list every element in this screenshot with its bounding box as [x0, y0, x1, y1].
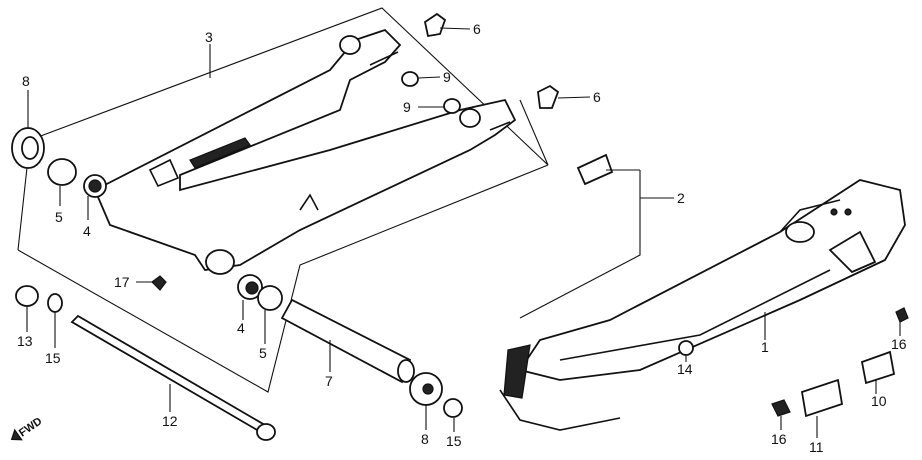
callout-4-left: 4: [83, 223, 91, 239]
callout-16-right: 16: [891, 336, 907, 352]
fwd-marker-text: FWD: [17, 415, 44, 439]
callout-6-lower: 6: [593, 89, 601, 105]
chain-case-assembly-outline: [519, 170, 641, 319]
callout-15-right: 15: [446, 433, 462, 449]
leader-lines: [26, 27, 901, 438]
part-5-right: [257, 285, 283, 311]
callout-1: 1: [761, 339, 769, 355]
callout-3: 3: [205, 29, 213, 45]
part-10-label: [860, 350, 896, 385]
callout-11: 11: [809, 439, 824, 455]
callout-14: 14: [677, 361, 693, 377]
callout-15-left: 15: [45, 350, 61, 366]
part-9-lower: [443, 98, 461, 114]
callout-17: 17: [114, 274, 130, 290]
swingarm: [93, 28, 517, 275]
callout-5-right: 5: [259, 345, 267, 361]
part-4-right: [237, 274, 263, 300]
callout-4-right: 4: [237, 320, 245, 336]
fwd-direction-marker: FWD: [10, 415, 44, 441]
part-16-screw-right: [895, 307, 909, 323]
swingarm-assembly-outline: [17, 7, 549, 393]
callout-8-left: 8: [22, 73, 30, 89]
callout-10: 10: [871, 393, 887, 409]
callout-9-lower: 9: [403, 99, 411, 115]
part-14-grommet: [678, 340, 694, 356]
callout-6-upper: 6: [473, 21, 481, 37]
part-4-left: [83, 174, 107, 198]
callout-9-upper: 9: [443, 69, 451, 85]
part-8-bearing-left: [11, 127, 45, 169]
callout-5-left: 5: [55, 209, 63, 225]
callout-13: 13: [17, 333, 33, 349]
part-16-screw-lower: [771, 399, 791, 417]
part-2-sticker: [576, 153, 614, 186]
part-1-chain-case: [499, 179, 906, 431]
callout-12: 12: [162, 413, 178, 429]
part-17-bolt: [151, 275, 167, 291]
part-9-upper: [401, 71, 419, 87]
callout-8-lower: 8: [421, 431, 429, 447]
callout-labels: 3 6 6 9 9 8 5 4 2 17 13 15 4 5 7 12 8 15…: [17, 21, 907, 455]
part-6-lower: [537, 84, 560, 109]
part-13-nut: [15, 285, 39, 307]
part-15-washer-left: [47, 293, 63, 313]
callout-16-lower: 16: [771, 431, 787, 447]
part-5-left: [47, 158, 77, 186]
callout-2: 2: [677, 190, 685, 206]
part-15-washer-right: [443, 398, 463, 418]
part-6-upper: [423, 12, 447, 38]
callout-7: 7: [325, 373, 333, 389]
part-8-collar-lower: [409, 372, 443, 406]
part-12-pivot-bolt: [70, 314, 276, 441]
part-11-label: [800, 378, 844, 418]
part-7-collar: [280, 298, 415, 384]
